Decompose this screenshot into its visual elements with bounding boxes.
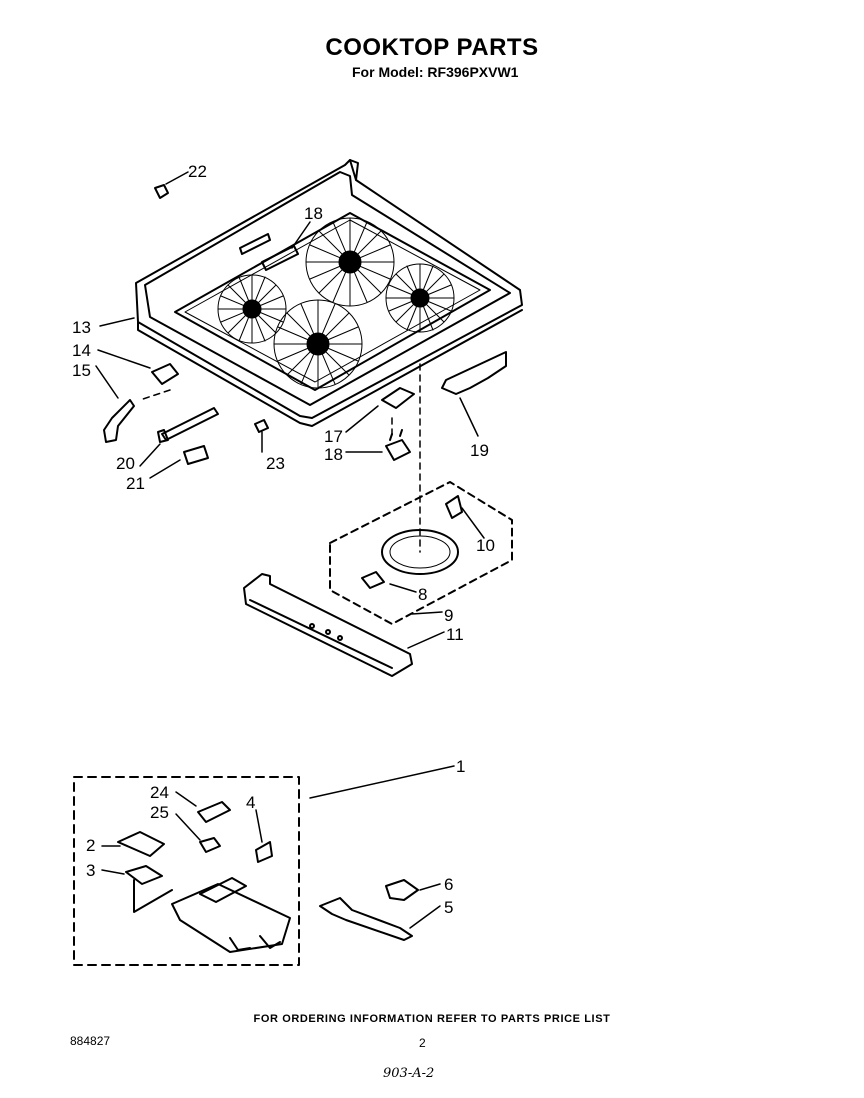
ordering-note: FOR ORDERING INFORMATION REFER TO PARTS … — [253, 1013, 611, 1025]
switch-cover-part-24 — [197, 801, 231, 823]
element-ring-inner — [389, 535, 451, 569]
cooktop-top-part — [135, 159, 523, 427]
callout-labels: 22 18 13 14 15 20 21 23 17 18 19 10 8 9 … — [72, 162, 495, 917]
doc-number: 884827 — [70, 1034, 111, 1048]
callout-22: 22 — [188, 162, 207, 181]
callout-3: 3 — [86, 861, 95, 880]
callout-14: 14 — [72, 341, 91, 360]
clip-part-22 — [154, 184, 169, 199]
screw-part-20 — [157, 407, 219, 443]
page-number: 2 — [419, 1036, 426, 1050]
callout-6: 6 — [444, 875, 453, 894]
callout-23: 23 — [266, 454, 285, 473]
callout-21: 21 — [126, 474, 145, 493]
callout-1: 1 — [456, 757, 465, 776]
callout-5: 5 — [444, 898, 453, 917]
element-assembly-dashed-box — [329, 481, 513, 625]
terminal-block-part-18 — [385, 429, 411, 461]
radiant-element-front-right — [273, 299, 363, 389]
model-subtitle: For Model: RF396PXVW1 — [352, 64, 519, 80]
callout-17: 17 — [324, 427, 343, 446]
page-title: COOKTOP PARTS — [325, 34, 539, 61]
clip-part-21 — [183, 445, 209, 465]
callout-15: 15 — [72, 361, 91, 380]
callout-11: 11 — [446, 625, 464, 644]
callout-16: 18 — [304, 204, 323, 223]
callout-8: 8 — [418, 585, 427, 604]
bracket-part-17 — [381, 387, 415, 409]
support-bar-part-11 — [243, 573, 413, 677]
switch-assembly-dashed-box — [73, 776, 300, 966]
callout-25: 25 — [150, 803, 169, 822]
terminal-part-8 — [361, 571, 385, 589]
radiant-element-front-left — [217, 274, 287, 344]
clip-part-10 — [445, 495, 463, 519]
panel-part-19 — [441, 351, 507, 395]
label-part-4 — [255, 841, 273, 863]
switch-body — [133, 877, 291, 953]
radiant-element-rear-left — [305, 217, 395, 307]
callout-20: 20 — [116, 454, 135, 473]
nut-part-23 — [254, 419, 269, 433]
pad-part-25 — [199, 837, 221, 853]
callout-18: 18 — [324, 445, 343, 464]
callout-13: 13 — [72, 318, 91, 337]
leader-lines — [95, 171, 485, 929]
callout-10: 10 — [476, 536, 495, 555]
switch-part-2 — [117, 831, 165, 857]
callout-9: 9 — [444, 606, 453, 625]
plate-part-3 — [125, 865, 163, 885]
handwritten-code: 903-A-2 — [383, 1066, 435, 1081]
callout-4: 4 — [246, 793, 255, 812]
knob-part-6 — [385, 879, 419, 901]
bracket-part-15 — [103, 399, 135, 443]
bracket-part-5 — [319, 897, 413, 941]
indicator-lens-part — [261, 245, 299, 271]
radiant-element-rear-right — [385, 263, 455, 333]
callout-19: 19 — [470, 441, 489, 460]
callout-24: 24 — [150, 783, 169, 802]
dashed-guide-lines — [139, 363, 421, 553]
callout-2: 2 — [86, 836, 95, 855]
cap-part-14 — [151, 363, 179, 385]
